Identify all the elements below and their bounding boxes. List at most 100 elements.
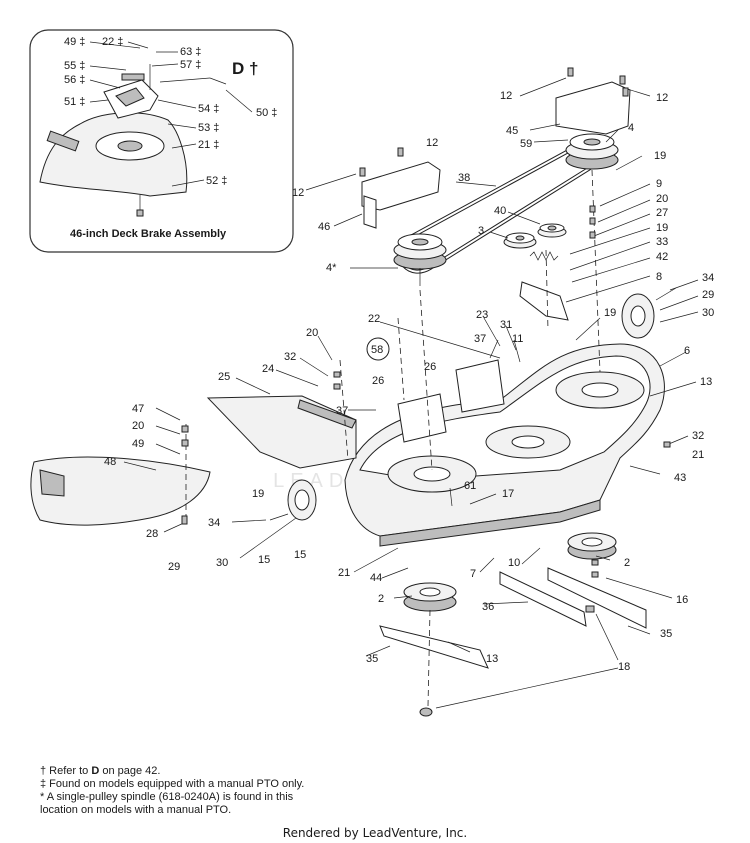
callout-36: 36 (482, 601, 494, 613)
inset-label-54: 54 ‡ (198, 103, 219, 115)
callout-20: 20 (132, 420, 144, 432)
callout-27: 27 (656, 207, 668, 219)
inset-belt-guard (46, 130, 80, 152)
callout-35: 35 (366, 653, 378, 665)
inset-label-49: 49 ‡ (64, 36, 85, 48)
discharge-chute (206, 395, 357, 469)
footnote-dagger: † Refer to D on page 42. (40, 765, 460, 778)
callout-19: 19 (604, 307, 616, 319)
callout-34: 34 (208, 517, 220, 529)
callout-12: 12 (426, 137, 438, 149)
idler-bracket (519, 281, 569, 321)
callout-31: 31 (500, 319, 512, 331)
callout-30: 30 (702, 307, 714, 319)
inset-label-22: 22 ‡ (102, 36, 123, 48)
callout-22: 22 (368, 313, 380, 325)
deflector-face (39, 469, 65, 497)
inset-bolt (136, 209, 144, 217)
callout-3: 3 (478, 225, 484, 237)
inset-frame (29, 29, 294, 253)
callout-42: 42 (656, 251, 668, 263)
callout-18: 18 (618, 661, 630, 673)
deflector-shield (30, 456, 211, 526)
inset-label-63: 63 ‡ (180, 46, 201, 58)
blade-bolt-bottom (419, 707, 433, 717)
inset-brake-arm (115, 87, 145, 107)
callout-21: 21 (338, 567, 350, 579)
callout-19: 19 (252, 488, 264, 500)
callout-32: 32 (284, 351, 296, 363)
callout-16: 16 (676, 594, 688, 606)
inset-label-57: 57 ‡ (180, 59, 201, 71)
left-spindle-pulley (393, 233, 447, 286)
callout-25: 25 (218, 371, 230, 383)
spindle-lower-right (567, 532, 617, 560)
inset-label-51: 51 ‡ (64, 96, 85, 108)
inset-label-55: 55 ‡ (64, 60, 85, 72)
callout-47: 47 (132, 403, 144, 415)
callout-37: 37 (336, 405, 348, 417)
callout-61: 61 (464, 480, 476, 492)
callout-2: 2 (624, 557, 630, 569)
callout-13: 13 (700, 376, 712, 388)
callout-38: 38 (458, 172, 470, 184)
callout-58-circle: 58 (366, 337, 390, 361)
deck-front-lip (379, 499, 601, 547)
blade-right (547, 567, 647, 629)
brake-assembly-inset: 49 ‡ 22 ‡ 63 ‡ 57 ‡ 55 ‡ 56 ‡ 51 ‡ 54 ‡ … (29, 29, 294, 253)
callout-29: 29 (168, 561, 180, 573)
callout-28: 28 (146, 528, 158, 540)
footnote-asterisk-cont: location on models with a manual PTO. (40, 804, 232, 816)
callout-26: 26 (372, 375, 384, 387)
callout-37: 37 (474, 333, 486, 345)
footnote-dagger-ref: D (91, 765, 100, 777)
callout-19: 19 (654, 150, 666, 162)
callout-labels: 12 12 12 12 45 59 4 19 38 46 40 3 9 20 2… (104, 90, 714, 673)
callout-44: 44 (370, 572, 382, 584)
callout-10: 10 (508, 557, 520, 569)
callout-12: 12 (292, 187, 304, 199)
callout-48: 48 (104, 456, 116, 468)
callout-4: 4 (628, 122, 634, 134)
callout-8: 8 (656, 271, 662, 283)
callout-24: 24 (262, 363, 274, 375)
inset-spring (121, 73, 145, 81)
inset-label-52: 52 ‡ (206, 175, 227, 187)
hardware-bolts (181, 67, 671, 613)
blade-center (499, 571, 587, 627)
idler-spring (529, 251, 559, 261)
callout-23: 23 (476, 309, 488, 321)
callout-7: 7 (470, 568, 476, 580)
callout-33: 33 (656, 236, 668, 248)
callout-12: 12 (656, 92, 668, 104)
callout-13: 13 (486, 653, 498, 665)
right-belt-cover (555, 81, 631, 135)
callout-26: 26 (424, 361, 436, 373)
callout-34: 34 (702, 272, 714, 284)
callout-9: 9 (656, 178, 662, 190)
callout-45: 45 (506, 125, 518, 137)
callout-2: 2 (378, 593, 384, 605)
center-bracket (455, 359, 505, 413)
callout-11: 11 (512, 333, 523, 345)
footnotes: † Refer to D on page 42. ‡ Found on mode… (40, 765, 460, 817)
left-belt-cover (361, 161, 441, 211)
callout-35: 35 (660, 628, 672, 640)
inset-label-21: 21 ‡ (198, 139, 219, 151)
inset-label-53: 53 ‡ (198, 122, 219, 134)
hanger-bracket-26 (397, 393, 447, 443)
callout-49: 49 (132, 438, 144, 450)
inset-label-50: 50 ‡ (256, 107, 277, 119)
callout-58: 58 (371, 344, 383, 356)
callout-30: 30 (216, 557, 228, 569)
render-credit: Rendered by LeadVenture, Inc. (282, 826, 468, 840)
callout-6: 6 (684, 345, 690, 357)
idler-pulley-40 (537, 223, 567, 238)
footnote-dagger-suffix: on page 42. (99, 765, 161, 777)
callout-46: 46 (318, 221, 330, 233)
callout-43: 43 (674, 472, 686, 484)
idler-pulley-3 (503, 232, 537, 249)
inset-title: 46-inch Deck Brake Assembly (70, 228, 227, 240)
callout-15: 15 (294, 549, 306, 561)
